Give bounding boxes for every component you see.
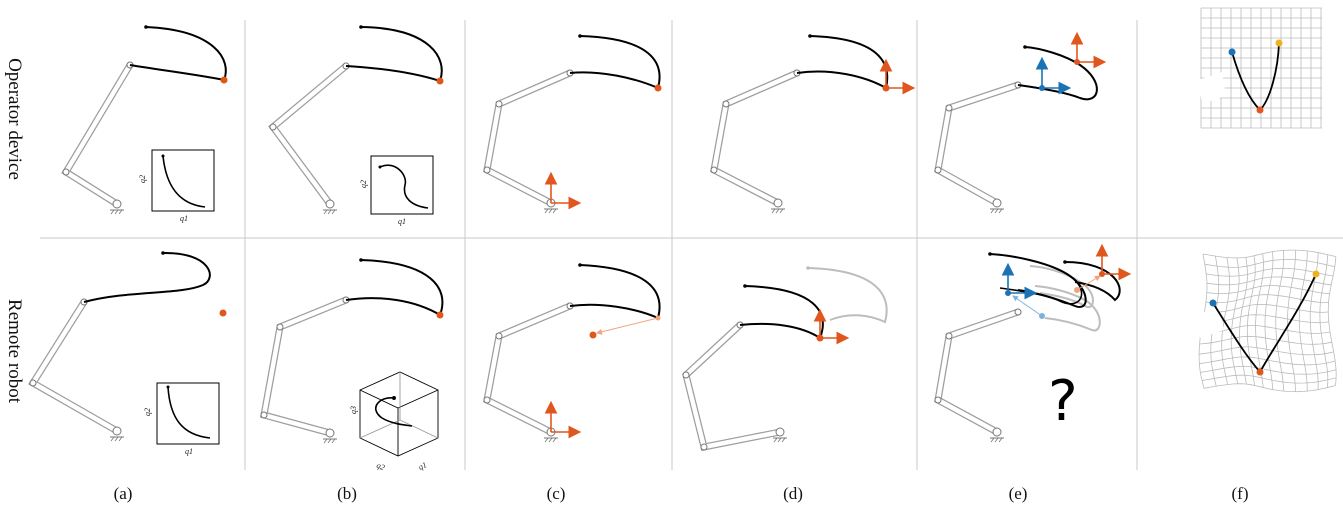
- panel-b-top: q2 q1: [268, 25, 444, 226]
- joint-space-cube-inset: [359, 371, 439, 457]
- joint-space-inset: q2 q1: [359, 155, 434, 226]
- caption-c: (c): [546, 484, 566, 503]
- joint-space-inset: q2 q1: [138, 149, 215, 223]
- warped-grid-line: [1198, 346, 1334, 356]
- svg-text:q1: q1: [185, 447, 193, 456]
- caption-b: (b): [337, 484, 357, 503]
- warped-grid-line: [1199, 335, 1332, 345]
- panel-e-bottom: ?: [934, 243, 1132, 443]
- svg-text:q1: q1: [398, 217, 406, 226]
- warped-grid-line: [1206, 285, 1330, 294]
- svg-text:q2: q2: [359, 180, 368, 188]
- warped-grid-line: [1275, 250, 1285, 392]
- warped-grid-line: [1199, 356, 1336, 366]
- svg-text:q1: q1: [180, 214, 188, 223]
- panel-a-top: q2 q1: [61, 25, 228, 223]
- warped-grid-line: [1239, 257, 1248, 385]
- panel-b-bottom: q3 q2 q1: [259, 258, 444, 473]
- warped-grid-line: [1230, 257, 1240, 384]
- panel-d-bottom: [682, 266, 888, 452]
- joint-space-inset: q2 q1: [143, 382, 220, 456]
- panel-f-bottom: [1196, 249, 1337, 393]
- row-label-remote: Remote robot: [4, 299, 25, 403]
- question-mark: ?: [1048, 369, 1078, 434]
- caption-f: (f): [1231, 484, 1249, 503]
- svg-text:q2: q2: [375, 461, 386, 473]
- warped-grid-line: [1201, 374, 1337, 384]
- caption-e: (e): [1008, 484, 1028, 503]
- svg-text:q1: q1: [417, 460, 428, 472]
- panel-dividers: [40, 20, 1343, 470]
- base-frame: [544, 171, 582, 210]
- svg-text:q3: q3: [349, 406, 358, 414]
- svg-text:q2: q2: [143, 408, 152, 416]
- panel-f-top: [1198, 7, 1322, 129]
- warped-grid-line: [1204, 258, 1335, 268]
- panel-a-bottom: q2 q1: [28, 251, 227, 456]
- panel-c-bottom: [483, 263, 661, 443]
- warped-grid-line: [1203, 383, 1336, 393]
- row-label-operator: Operator device: [4, 58, 25, 180]
- target-point: [220, 76, 228, 84]
- warped-grid-line: [1200, 325, 1331, 334]
- orange-frame: [1070, 31, 1107, 69]
- panel-d-top: [710, 34, 916, 214]
- panel-e-top: [934, 31, 1107, 214]
- panel-c-top: [483, 34, 662, 214]
- base-frame: [544, 400, 582, 439]
- caption-d: (d): [783, 484, 803, 503]
- caption-a: (a): [113, 484, 133, 503]
- warped-grid-line: [1204, 303, 1329, 313]
- svg-text:q2: q2: [138, 175, 147, 183]
- warped-grid-line: [1202, 314, 1329, 324]
- warped-grid-line: [1264, 251, 1274, 390]
- warped-grid-line: [1200, 365, 1337, 375]
- warped-grid-line: [1202, 249, 1336, 259]
- trajectory: [129, 26, 227, 82]
- blue-frame: [1035, 56, 1072, 95]
- warped-grid-line: [1205, 294, 1329, 303]
- tool-frame: [879, 58, 916, 95]
- robot-arm: [61, 61, 134, 208]
